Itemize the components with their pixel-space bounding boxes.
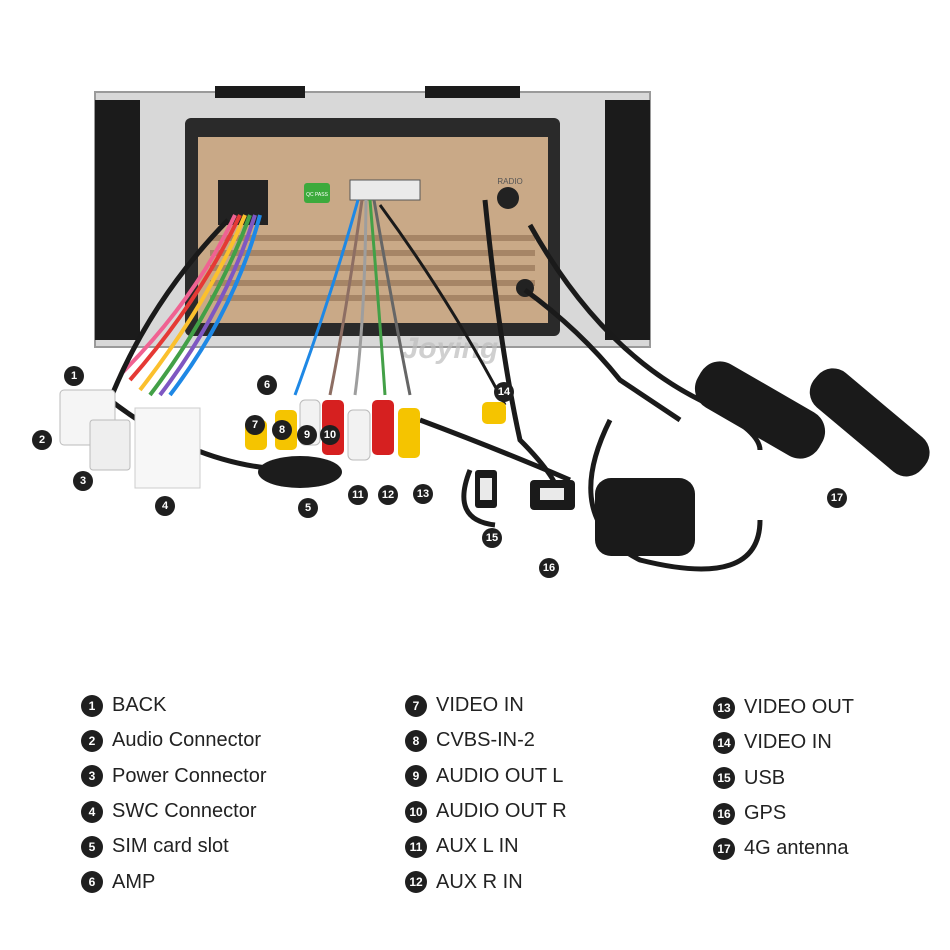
callout-badge: 3: [73, 471, 93, 491]
legend-item: 8 CVBS-IN-2: [405, 723, 567, 758]
qc-sticker-text: QC PASS: [306, 192, 329, 198]
legend-number: 17: [713, 837, 735, 860]
legend-number: 16: [713, 802, 735, 825]
callout-badge: 13: [413, 484, 433, 504]
power-connector: [89, 419, 131, 471]
radio-label: RADIO: [497, 177, 522, 186]
legend-label: CVBS-IN-2: [436, 729, 535, 752]
swc-connector: [134, 407, 201, 489]
legend-item: 3 Power Connector: [81, 759, 267, 794]
legend-label: VIDEO OUT: [744, 696, 855, 719]
legend-number: 5: [81, 835, 103, 858]
legend-number: 7: [405, 694, 427, 717]
legend-label: SWC Connector: [112, 800, 257, 823]
legend-label: AUX L IN: [436, 835, 519, 858]
legend-label: Power Connector: [112, 764, 267, 787]
legend-item: 12 AUX R IN: [405, 864, 567, 899]
callout-badge: 7: [245, 415, 265, 435]
legend-label: AMP: [112, 870, 156, 893]
legend-number: 10: [405, 800, 427, 823]
callout-badge: 2: [32, 430, 52, 450]
legend-column-3: 13 VIDEO OUT 14 VIDEO IN 15 USB 16 GPS 17 4G …: [713, 690, 854, 866]
legend-item: 10 AUDIO OUT R: [405, 794, 567, 829]
callout-badge: 10: [320, 425, 340, 445]
callout-badge: 16: [539, 558, 559, 578]
usb-port-1: [480, 478, 492, 500]
legend-label: AUX R IN: [436, 870, 523, 893]
radio-antenna-socket: [497, 187, 519, 209]
callout-badge: 9: [297, 425, 317, 445]
legend-item: 16 GPS: [713, 796, 854, 831]
legend-item: 7 VIDEO IN: [405, 688, 567, 723]
legend-label: Audio Connector: [112, 729, 261, 752]
legend-item: 5 SIM card slot: [81, 829, 267, 864]
callout-badge: 12: [378, 485, 398, 505]
legend-label: BACK: [112, 694, 167, 717]
callout-badge: 6: [257, 375, 277, 395]
callout-badge: 1: [64, 366, 84, 386]
legend-number: 3: [81, 765, 103, 788]
4g-antenna-2: [809, 368, 930, 477]
callout-badge: 17: [827, 488, 847, 508]
gps-antenna: [595, 478, 695, 556]
legend-label: VIDEO IN: [744, 731, 832, 754]
legend-item: 17 4G antenna: [713, 831, 854, 866]
bezel-top-tab-left: [215, 86, 305, 98]
callout-badge: 4: [155, 496, 175, 516]
bezel-top-tab-right: [425, 86, 520, 98]
callout-badge: 14: [494, 382, 514, 402]
callout-badge: 5: [298, 498, 318, 518]
signal-wires: [293, 199, 507, 406]
4g-antenna-1: [694, 361, 826, 459]
callout-badge: 8: [272, 420, 292, 440]
legend-label: USB: [744, 766, 786, 789]
callout-badge: 15: [482, 528, 502, 548]
legend-label: AUDIO OUT L: [436, 764, 564, 787]
legend-number: 2: [81, 729, 103, 752]
usb-port-2: [540, 488, 564, 500]
legend-label: AUDIO OUT R: [436, 800, 567, 823]
legend-item: 13 VIDEO OUT: [713, 690, 854, 725]
product-photo: QC PASS RADIO Joying: [59, 86, 930, 572]
legend-number: 1: [81, 694, 103, 717]
legend-item: 9 AUDIO OUT L: [405, 759, 567, 794]
legend-item: 15 USB: [713, 761, 854, 796]
multi-pin-socket: [349, 179, 421, 201]
legend-number: 6: [81, 871, 103, 894]
legend-number: 11: [405, 835, 427, 858]
legend-label: GPS: [744, 802, 787, 825]
legend-item: 1 BACK: [81, 688, 267, 723]
legend-number: 15: [713, 767, 735, 790]
callout-badge: 11: [348, 485, 368, 505]
legend-number: 14: [713, 731, 735, 754]
legend-label: 4G antenna: [744, 837, 849, 860]
watermark: Joying: [402, 332, 499, 365]
bezel-left-bracket: [95, 100, 140, 340]
qc-sticker: [304, 183, 330, 203]
legend-item: 2 Audio Connector: [81, 723, 267, 758]
legend-number: 12: [405, 871, 427, 894]
sim-card-module: [258, 456, 342, 488]
legend-item: 14 VIDEO IN: [713, 725, 854, 760]
legend-item: 4 SWC Connector: [81, 794, 267, 829]
legend-label: SIM card slot: [112, 835, 229, 858]
bezel-right-bracket: [605, 100, 650, 340]
legend-column-2: 7 VIDEO IN 8 CVBS-IN-2 9 AUDIO OUT L 10 AUDI…: [405, 688, 567, 900]
legend-number: 8: [405, 729, 427, 752]
legend-number: 4: [81, 800, 103, 823]
wire-bundle: [118, 214, 262, 397]
legend-item: 11 AUX L IN: [405, 829, 567, 864]
legend-number: 9: [405, 765, 427, 788]
legend-item: 6 AMP: [81, 864, 267, 899]
legend-number: 13: [713, 696, 735, 719]
legend-label: VIDEO IN: [436, 694, 524, 717]
